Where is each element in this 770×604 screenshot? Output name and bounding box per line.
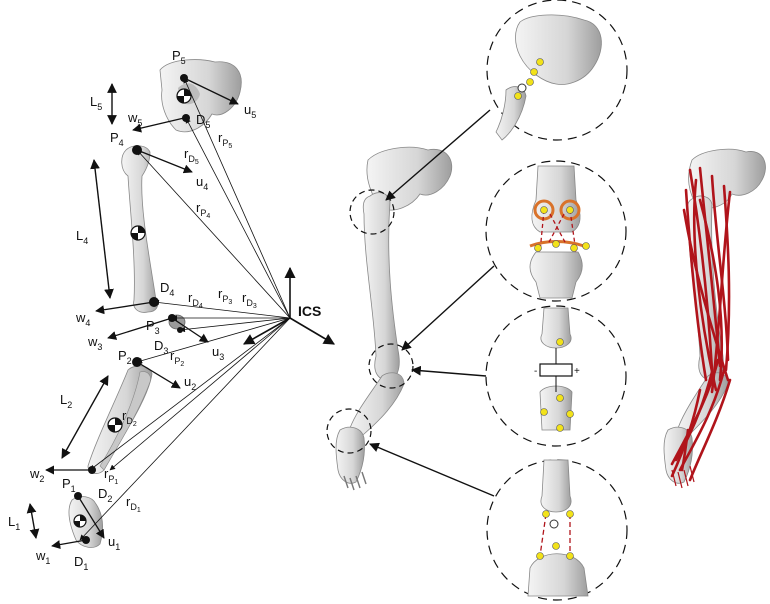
label-w3: w3	[87, 334, 102, 352]
inertial-coordinate-system-axes	[243, 266, 335, 345]
label-P2: P2	[118, 348, 132, 366]
label-rP4: rP4	[196, 200, 210, 220]
label-L1: L1	[8, 514, 20, 532]
left-kinematic-diagram: P5 L5 w5 D5 u5 rP5 P4 rD5 u4 rP4 L4 D4 r…	[8, 48, 335, 572]
detail-insets: - +	[369, 0, 628, 601]
label-L5: L5	[90, 94, 102, 112]
label-P4: P4	[110, 130, 124, 148]
label-rD2: rD2	[122, 408, 137, 428]
label-D2: D2	[98, 486, 112, 504]
label-rD3: rD3	[242, 290, 257, 310]
diagram-labels: P5 L5 w5 D5 u5 rP5 P4 rD5 u4 rP4 L4 D4 r…	[8, 48, 321, 572]
foot-connector	[369, 442, 495, 497]
segment-length-arrows	[26, 83, 117, 539]
ankle-focus-circle	[326, 408, 372, 454]
svg-text:+: +	[574, 366, 580, 377]
middle-leg-skeleton	[326, 146, 453, 491]
segment-frame-arrows	[45, 77, 239, 550]
foot-joint-detail	[486, 459, 628, 601]
svg-text:-: -	[534, 366, 537, 377]
ankle-connector	[411, 365, 487, 377]
label-P5: P5	[172, 48, 186, 66]
label-D5: D5	[196, 112, 210, 130]
knee-joint-detail	[485, 160, 627, 302]
label-rD4: rD4	[188, 290, 203, 310]
ankle-joint-detail: - +	[485, 305, 627, 447]
hip-connector	[385, 109, 491, 201]
label-w1: w1	[35, 548, 50, 566]
label-ICS: ICS	[298, 303, 321, 319]
label-u1: u1	[108, 534, 120, 552]
label-D3: D3	[154, 338, 168, 356]
label-L2: L2	[60, 392, 72, 410]
label-u5: u5	[244, 102, 256, 120]
label-P1: P1	[62, 476, 76, 494]
label-u4: u4	[196, 174, 208, 192]
position-vector-lines	[79, 77, 291, 541]
label-rD1: rD1	[126, 494, 141, 514]
label-D1: D1	[74, 554, 88, 572]
knee-connector	[401, 265, 495, 351]
label-w5: w5	[127, 110, 142, 128]
label-w2: w2	[29, 466, 44, 484]
joint-points	[74, 74, 190, 544]
label-P3: P3	[146, 318, 160, 336]
label-L4: L4	[76, 228, 88, 246]
hip-joint-detail	[486, 0, 628, 141]
hip-focus-circle	[349, 189, 395, 235]
label-rP3: rP3	[218, 286, 232, 306]
label-rD5: rD5	[184, 146, 199, 166]
label-rP5: rP5	[218, 130, 232, 150]
right-muscle-model	[663, 148, 766, 489]
label-u3: u3	[212, 344, 224, 362]
label-w4: w4	[75, 310, 90, 328]
label-D4: D4	[160, 280, 174, 298]
label-u2: u2	[184, 374, 196, 392]
label-rP2: rP2	[170, 348, 184, 368]
center-of-mass-markers	[73, 88, 192, 528]
label-rP1: rP1	[104, 466, 118, 486]
